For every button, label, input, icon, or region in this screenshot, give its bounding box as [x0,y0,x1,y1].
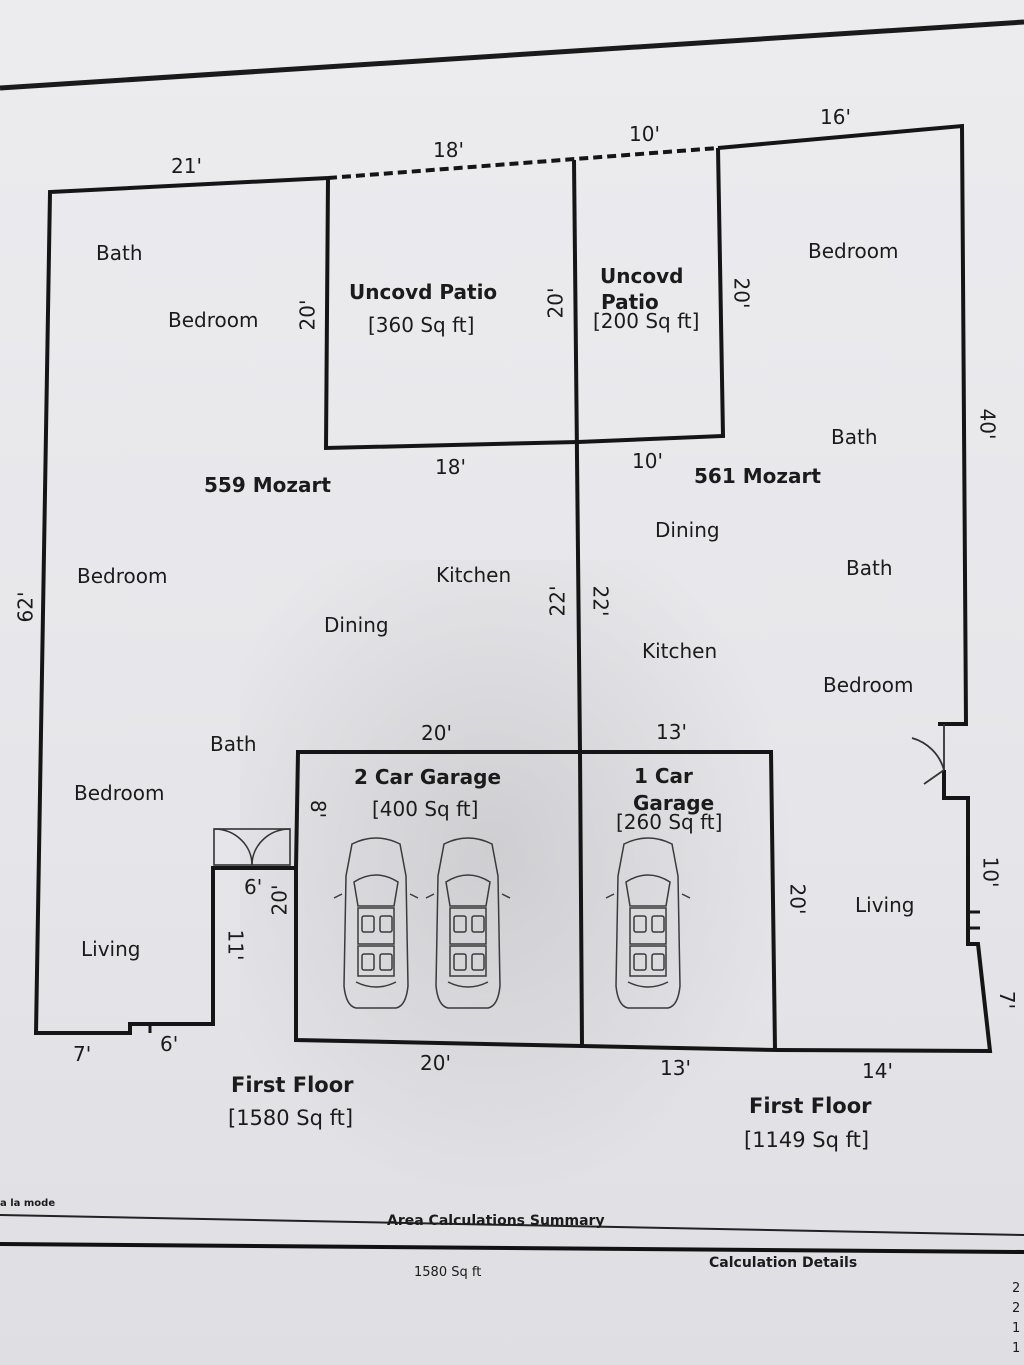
room-kitchen-left: Kitchen [436,563,512,587]
dim-right-7: 7' [995,990,1020,1010]
room-bedroom-r1: Bedroom [808,239,899,263]
dim-top-21: 21' [171,154,202,178]
patio-right-area: [200 Sq ft] [593,309,700,333]
room-dining-left: Dining [324,613,389,637]
left-floor-area: [1580 Sq ft] [228,1106,354,1130]
edge-digit-3: 1 [1012,1321,1021,1336]
patio-left-walls [323,177,579,451]
wall-ticks [148,910,980,1033]
room-bedroom-1: Bedroom [168,308,259,332]
room-bath-r2: Bath [846,556,893,580]
footer-rule-2 [0,1242,1024,1254]
cars-group [333,837,691,1009]
dim-patio-right-h: 20' [729,277,754,309]
patio-left-area: [360 Sq ft] [368,313,475,337]
dim-bottom-7: 7' [73,1042,92,1066]
room-living-right: Living [855,893,915,917]
car-icon [333,837,419,1009]
unit-name-561: 561 Mozart [694,464,821,488]
room-bedroom-3: Bedroom [74,781,165,805]
dim-garage-20-left: 20' [267,884,292,916]
edge-digit-2: 2 [1012,1301,1021,1316]
left-floor-label: First Floor [231,1073,354,1097]
garage-walls [294,750,778,1053]
garage-right-title-1: 1 Car [634,764,693,788]
dim-bottom-6: 6' [160,1032,179,1056]
dim-top-18: 18' [433,138,464,162]
dim-top-16: 16' [820,105,851,129]
room-dining-right: Dining [655,518,720,542]
dim-patio-bottom-18: 18' [435,455,466,479]
edge-digit-4: 1 [1012,1341,1021,1356]
dim-garage-top-20: 20' [421,721,452,745]
car-icon [425,837,511,1009]
dim-garage-8: 8' [306,799,331,819]
summary-title: Area Calculations Summary [387,1213,605,1229]
outer-wall-top [717,123,969,726]
party-wall [572,159,582,753]
patio-right-title-2: Patio [601,290,659,314]
dim-notch-6: 6' [244,875,263,899]
top-rule [0,19,1024,91]
footer-rule-1 [0,1214,1024,1236]
room-kitchen-right: Kitchen [642,639,718,663]
patio-right-title-1: Uncovd [600,264,684,288]
dim-top-10: 10' [629,122,660,146]
car-icon [605,837,691,1009]
software-name: a la mode [0,1198,56,1209]
room-bedroom-r2: Bedroom [823,673,914,697]
dim-garage-20-right: 20' [785,883,810,915]
garage-left-area: [400 Sq ft] [372,797,479,821]
dim-left-62: 62' [13,591,38,623]
dim-patio-bottom-10: 10' [632,449,663,473]
room-bath-r1: Bath [831,425,878,449]
garage-left-title: 2 Car Garage [354,765,502,789]
details-title: Calculation Details [709,1255,858,1271]
room-bedroom-2: Bedroom [77,564,168,588]
patio-left-title: Uncovd Patio [349,280,498,304]
double-door-icon [213,828,291,866]
garage-right-area: [260 Sq ft] [616,810,723,834]
dim-bottom-20: 20' [420,1051,451,1075]
right-floor-label: First Floor [749,1094,872,1118]
dim-bottom-13: 13' [660,1056,691,1080]
dim-right-40: 40' [975,408,1000,440]
outer-wall [33,176,329,1035]
garage-right-title-2: Garage [633,791,715,815]
summary-total: 1580 Sq ft [414,1265,482,1280]
outer-wall-right [775,770,993,1054]
dim-right-10: 10' [978,856,1003,888]
room-bath-1: Bath [96,241,143,265]
patio-dashed-edge [327,146,719,180]
dim-mid-22b: 22' [588,585,613,617]
room-living-left: Living [81,937,141,961]
door-swing-icon [911,724,945,785]
dim-bottom-14: 14' [862,1059,893,1083]
dim-garage-top-13: 13' [656,720,687,744]
dim-patio-mid-h: 20' [543,287,568,319]
dim-patio-left-h: 20' [295,299,320,331]
patio-right-walls [577,147,726,444]
dim-notch-11: 11' [223,929,248,961]
edge-digit-1: 2 [1012,1281,1021,1296]
garage-divider [578,751,584,1047]
room-bath-2: Bath [210,732,257,756]
dim-mid-22a: 22' [545,585,570,617]
unit-name-559: 559 Mozart [204,473,331,497]
right-floor-area: [1149 Sq ft] [744,1128,870,1152]
